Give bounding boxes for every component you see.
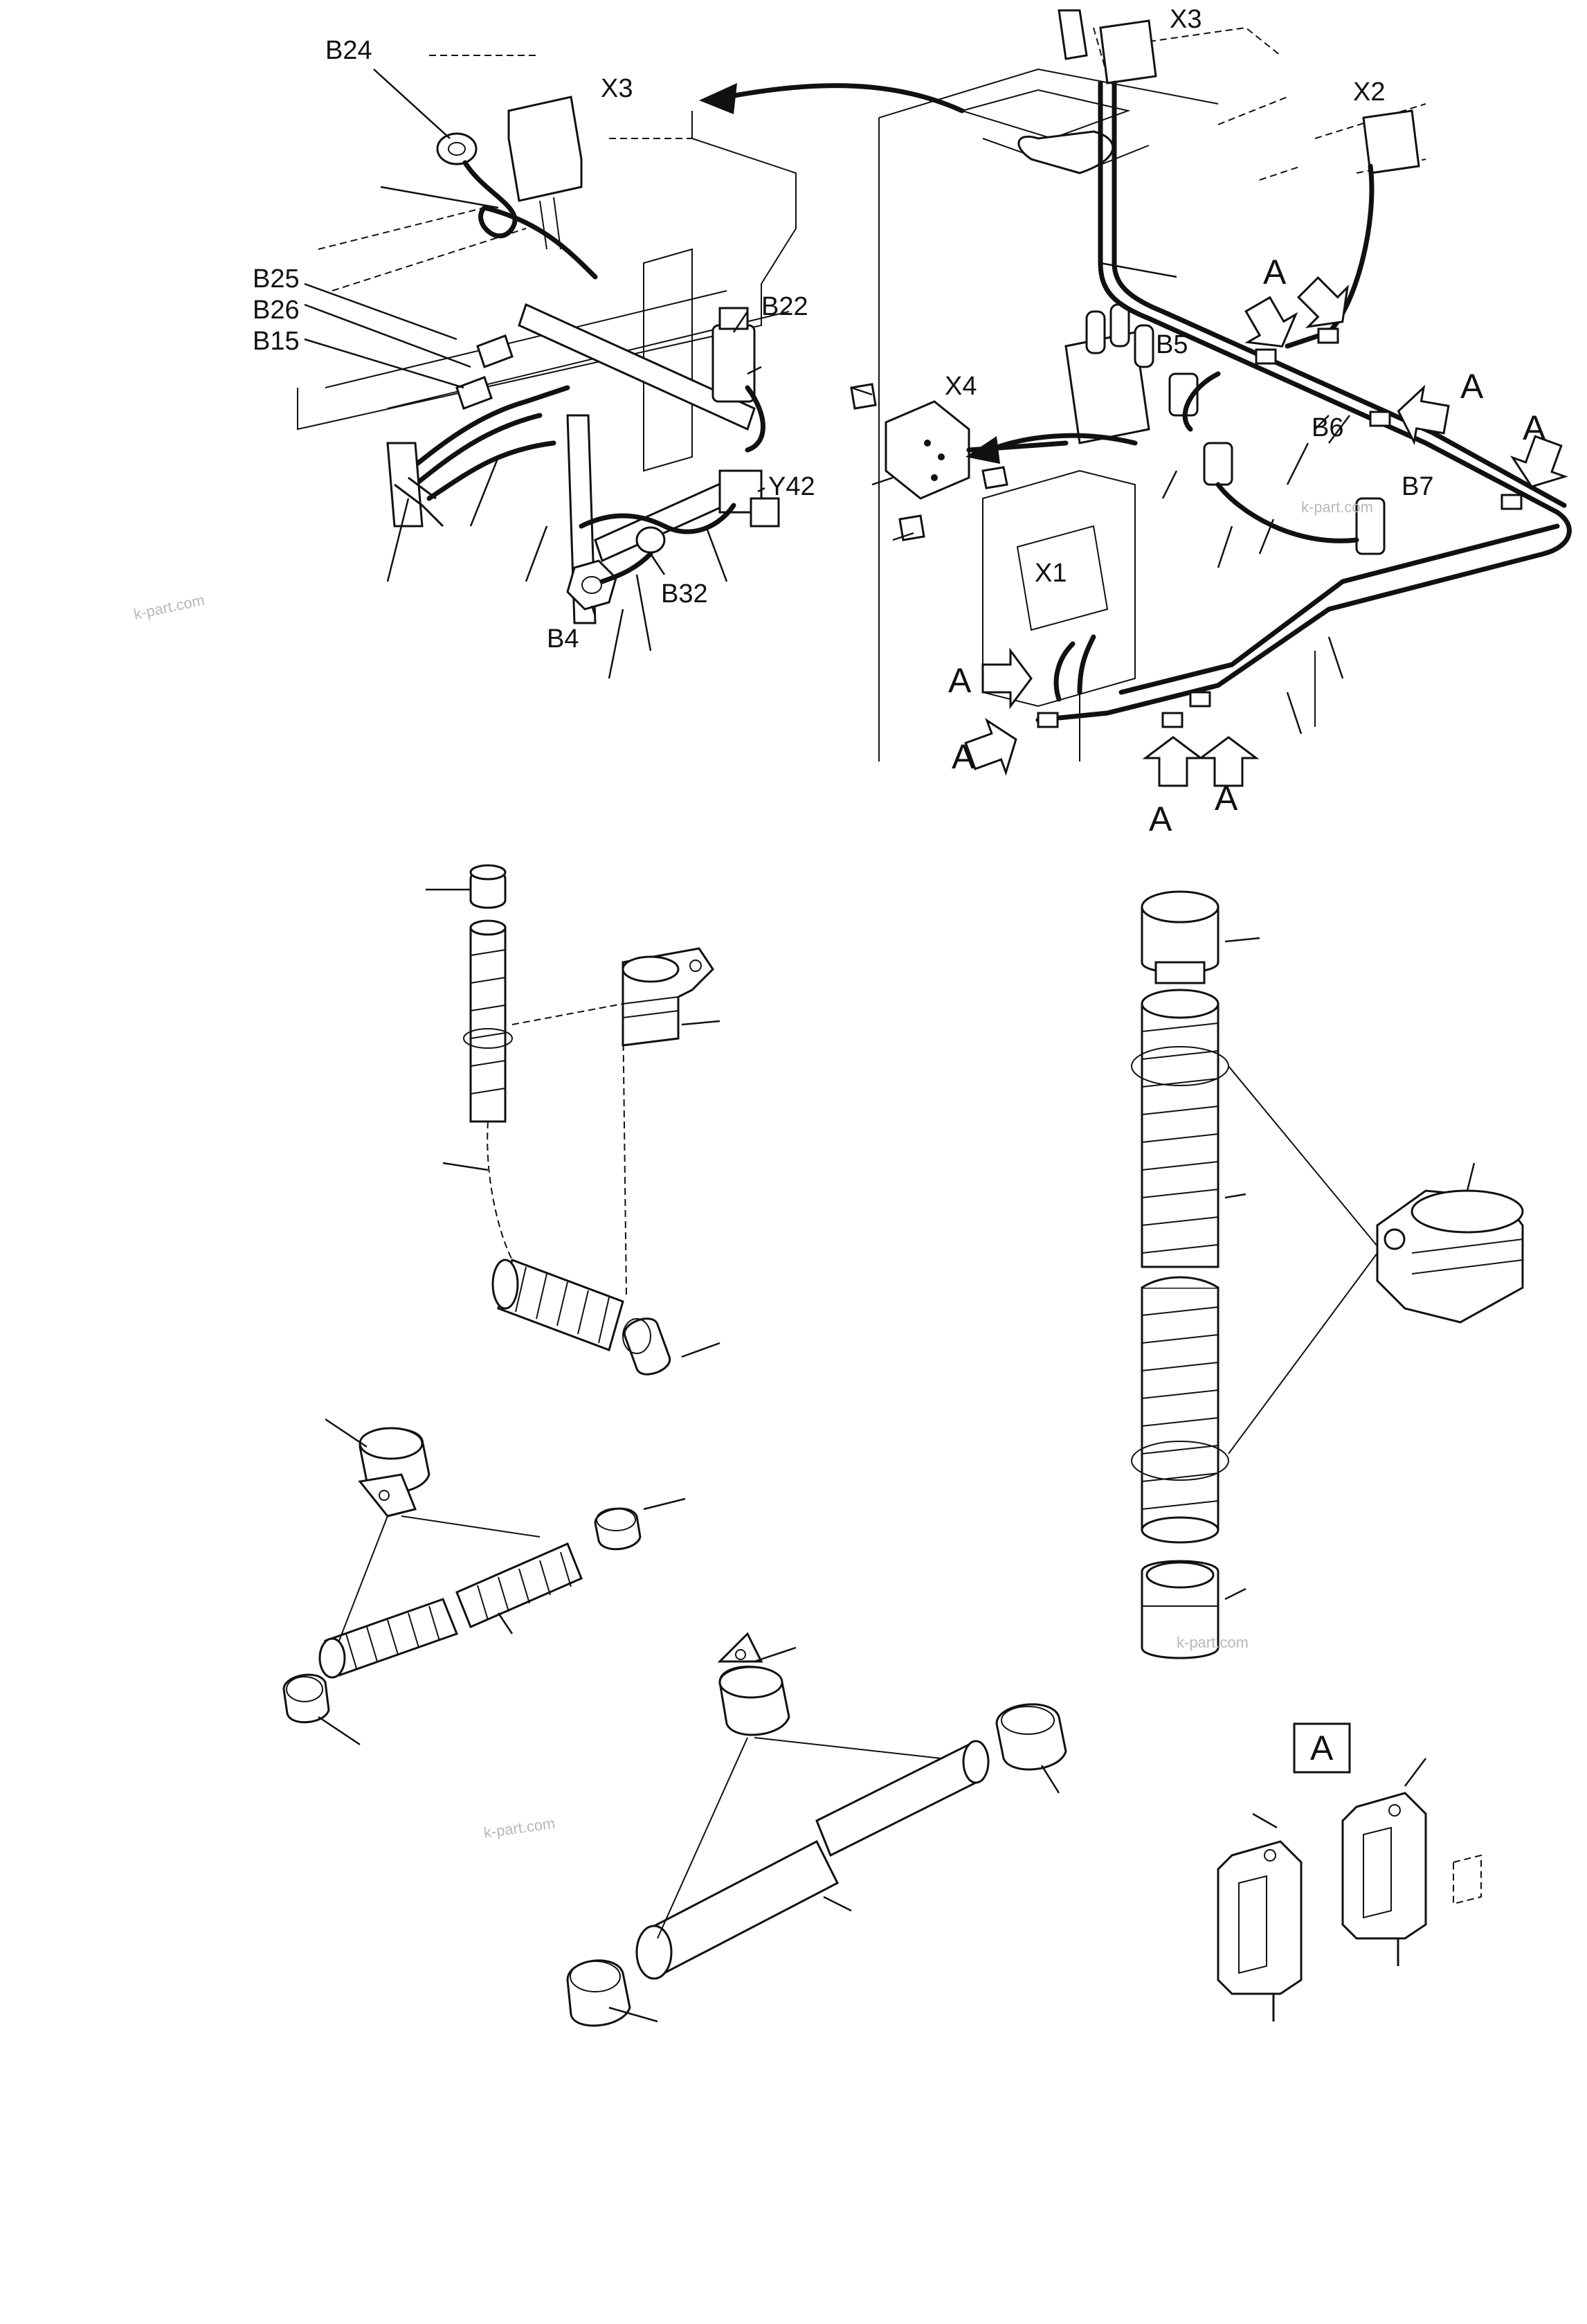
sensor-b6	[1203, 442, 1233, 486]
junction-box-x4	[885, 400, 970, 500]
clip-marker-a-4: A	[948, 661, 972, 700]
clip-marker-a-3: A	[1523, 408, 1546, 447]
label-b24: B24	[325, 36, 372, 65]
left-detail-assembly	[297, 55, 965, 679]
label-b25: B25	[253, 264, 300, 294]
right-main-assembly	[850, 9, 1572, 762]
clip-marker-a-5: A	[952, 737, 975, 776]
label-b26: B26	[253, 296, 300, 325]
label-x2: X2	[1353, 78, 1385, 107]
detail-a-clips	[1217, 1722, 1482, 2021]
label-b6: B6	[1312, 413, 1343, 442]
label-x3-right: X3	[1170, 5, 1201, 34]
hose-assembly-vertical-large	[1131, 890, 1524, 1659]
label-b32: B32	[661, 579, 708, 609]
sensor-b4	[566, 559, 617, 611]
clip-marker-a-2: A	[1460, 367, 1484, 406]
detail-a-box	[1293, 1722, 1351, 1774]
hose-assembly-vertical-small	[426, 864, 720, 1376]
watermark-2: k-part.com	[1301, 498, 1373, 516]
junction-box-x2	[1362, 109, 1420, 174]
callout-arrow-icon-group	[964, 276, 1568, 787]
label-x4: X4	[945, 372, 977, 401]
label-b7: B7	[1402, 472, 1433, 501]
label-b22: B22	[761, 292, 808, 321]
solenoid-b22	[711, 307, 756, 403]
watermark-3: k-part.com	[1177, 1634, 1249, 1651]
detail-a-label: A	[1310, 1729, 1334, 1767]
control-valve-block	[1064, 303, 1154, 444]
label-b15: B15	[253, 327, 300, 356]
hose-assembly-diagonal-center	[566, 1632, 1067, 2027]
clip-marker-a-6: A	[1149, 800, 1172, 838]
label-x1: X1	[1035, 559, 1067, 588]
curved-arrow-left-icon	[724, 83, 965, 114]
clip-marker-a-1: A	[1263, 253, 1287, 291]
label-x3-left: X3	[601, 74, 633, 103]
label-y42: Y42	[768, 472, 815, 501]
watermark-4: k-part.com	[482, 1814, 556, 1841]
sensor-b32	[635, 526, 666, 554]
watermark-1: k-part.com	[132, 591, 206, 623]
clip-marker-a-7: A	[1215, 779, 1238, 818]
label-b5: B5	[1156, 330, 1188, 359]
junction-box-x3-right	[1017, 19, 1157, 174]
label-b4: B4	[547, 624, 579, 654]
hose-assembly-diagonal-left	[282, 1418, 686, 1746]
sensor-b7	[1355, 497, 1386, 555]
valve-y42	[718, 469, 780, 528]
junction-box-x3-left	[507, 96, 583, 202]
sensor-b24	[436, 132, 478, 165]
